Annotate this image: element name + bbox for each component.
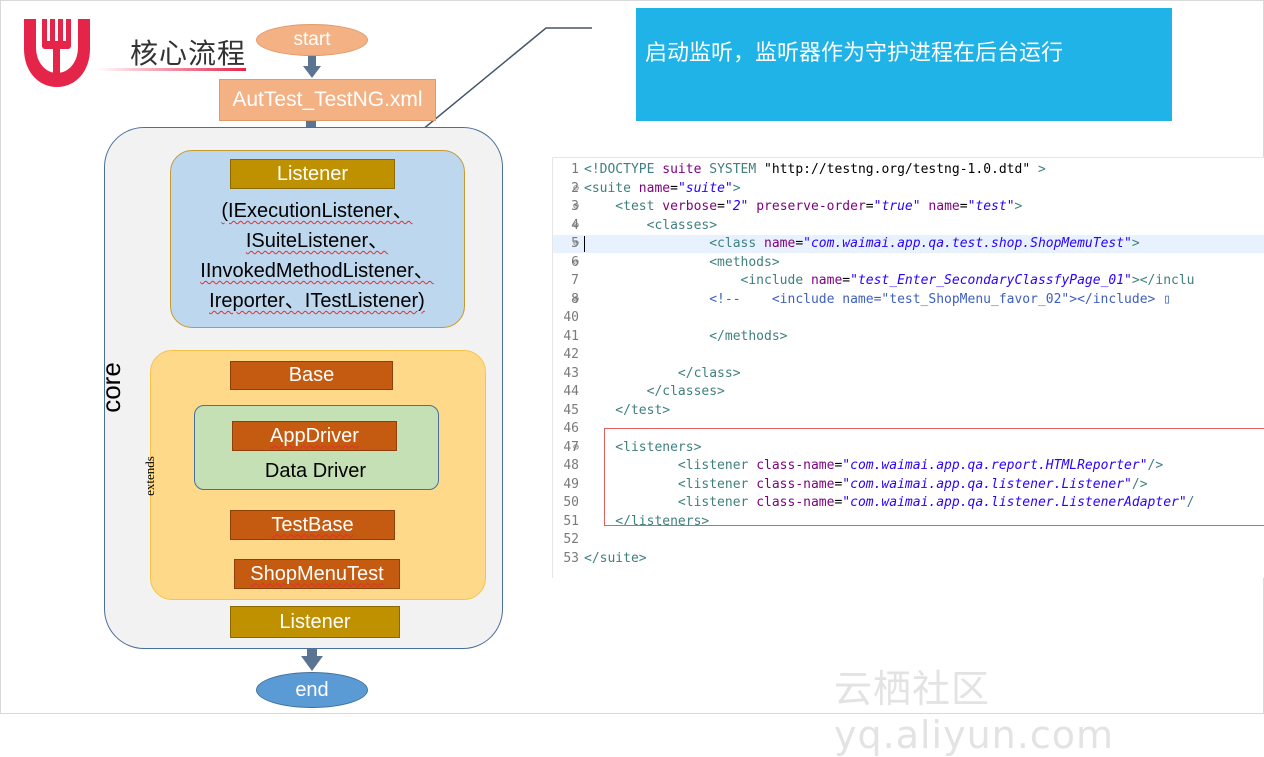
line-number: 5 [571, 236, 579, 251]
core-label: core [95, 362, 126, 413]
interface-line: (IExecutionListener、 [221, 200, 413, 222]
code-text: <listener class-name="com.waimai.app.qa.… [584, 476, 1148, 492]
end-node: end [256, 672, 368, 708]
code-panel: 1 <!DOCTYPE suite SYSTEM "http://testng.o… [552, 157, 1264, 578]
code-text: </test> [584, 402, 671, 418]
code-text: <methods> [584, 254, 780, 270]
line-number: 2 [571, 180, 579, 196]
listener-panel [170, 150, 465, 328]
code-line: 40 [553, 309, 1264, 327]
code-line: 45 </test> [553, 402, 1264, 420]
start-node: start [256, 24, 368, 56]
watermark: 云栖社区 yq.aliyun.com [834, 667, 1114, 757]
code-line: 41 </methods> [553, 328, 1264, 346]
code-text: <listeners> [584, 439, 702, 455]
code-text: </classes> [584, 384, 725, 399]
code-text: <listener class-name="com.waimai.app.qa.… [584, 458, 1164, 473]
code-line: 43 </class> [553, 365, 1264, 383]
code-line: 44 </classes> [553, 383, 1264, 401]
line-number: 41 [563, 328, 579, 344]
line-number: 42 [563, 347, 579, 362]
line-number: 40 [563, 310, 579, 325]
fold-toggle-icon[interactable]: ⊕ [573, 293, 580, 305]
code-line: 47⊖ <listeners> [553, 439, 1264, 457]
code-line: 8⊕ <!-- <include name="test_ShopMenu_fav… [553, 291, 1264, 309]
text-cursor [584, 236, 585, 252]
code-text: <!-- <include name="test_ShopMenu_favor_… [584, 291, 1171, 307]
line-number: 53 [563, 550, 579, 566]
code-line: 4⊖ <classes> [553, 217, 1264, 235]
app-driver-node: AppDriver [232, 421, 397, 451]
code-line: 2⊖ <suite name="suite"> [553, 180, 1264, 198]
page-title: 核心流程 [130, 37, 247, 70]
code-line: 42 [553, 346, 1264, 364]
line-number: 45 [563, 402, 579, 418]
test-base-node: TestBase [230, 510, 395, 540]
code-line: 53 </suite> [553, 550, 1264, 568]
interface-line: Ireporter、ITestListener) [209, 290, 425, 312]
line-number: 1 [571, 162, 579, 177]
line-number: 3 [571, 199, 579, 214]
line-number: 44 [563, 384, 579, 399]
code-line: 50 <listener class-name="com.waimai.app.… [553, 494, 1264, 512]
line-number: 51 [563, 513, 579, 529]
fold-toggle-icon[interactable]: ⊖ [573, 201, 580, 212]
code-text: </suite> [584, 550, 647, 566]
data-driver-label: Data Driver [264, 460, 367, 482]
code-line: 48 <listener class-name="com.waimai.app.… [553, 457, 1264, 475]
interface-line: ISuiteListener、 [245, 230, 389, 252]
line-number: 46 [563, 421, 579, 436]
fold-toggle-icon[interactable]: ⊖ [573, 219, 580, 231]
fork-logo-icon [24, 19, 90, 87]
testng-xml-node: AutTest_TestNG.xml [219, 79, 436, 121]
code-text: <suite name="suite"> [584, 180, 741, 196]
line-number: 6 [571, 254, 579, 270]
callout-box: 启动监听，监听器作为守护进程在后台运行 [636, 8, 1172, 121]
listener-interfaces: (IExecutionListener、 ISuiteListener、 IIn… [172, 196, 462, 316]
fold-toggle-icon[interactable]: ⊖ [573, 256, 580, 268]
line-number: 43 [563, 365, 579, 381]
code-text: </methods> [584, 328, 788, 344]
code-line: 6⊖ <methods> [553, 254, 1264, 272]
code-line: 49 <listener class-name="com.waimai.app.… [553, 476, 1264, 494]
code-text: <class name="com.waimai.app.qa.test.shop… [584, 236, 1140, 251]
code-text: <!DOCTYPE suite SYSTEM "http://testng.or… [584, 162, 1046, 177]
extends-label: extends [141, 456, 157, 496]
test-base-label: TestBase [271, 513, 354, 536]
app-driver-label: AppDriver [270, 424, 359, 447]
code-text: <include name="test_Enter_SecondaryClass… [584, 273, 1195, 288]
code-text: </listeners> [584, 513, 710, 529]
line-number: 52 [563, 532, 579, 547]
line-number: 7 [571, 273, 579, 288]
fold-toggle-icon[interactable]: ⊖ [573, 182, 580, 194]
listeners-highlight-box [604, 428, 1264, 526]
code-line: 52 [553, 531, 1264, 549]
code-text: <listener class-name="com.waimai.app.qa.… [584, 495, 1195, 510]
fold-toggle-icon[interactable]: ⊖ [573, 441, 580, 453]
interface-line: IInvokedMethodListener、 [200, 260, 434, 282]
line-number: 49 [563, 476, 579, 492]
shop-menu-test-node: ShopMenuTest [234, 559, 400, 589]
shop-menu-test-label: ShopMenuTest [250, 562, 384, 585]
code-line: 7 <include name="test_Enter_SecondaryCla… [553, 272, 1264, 290]
fold-toggle-icon[interactable]: ⊖ [573, 238, 580, 249]
code-text: <test verbose="2" preserve-order="true" … [584, 199, 1023, 214]
code-line: 46 [553, 420, 1264, 438]
line-number: 47 [563, 439, 579, 455]
line-number: 4 [571, 217, 579, 233]
listener-node-bottom: Listener [230, 606, 400, 638]
listener-node-top: Listener [230, 159, 395, 189]
code-line: 1 <!DOCTYPE suite SYSTEM "http://testng.o… [553, 161, 1264, 179]
code-text: <classes> [584, 217, 718, 233]
code-line: 3⊖ <test verbose="2" preserve-order="tru… [553, 198, 1264, 216]
code-text: </class> [584, 365, 741, 381]
title-underline [96, 68, 246, 71]
code-line: 5⊖ <class name="com.waimai.app.qa.test.s… [553, 235, 1264, 253]
line-number: 8 [571, 291, 579, 307]
line-number: 48 [563, 458, 579, 473]
base-node: Base [230, 361, 393, 390]
line-number: 50 [563, 495, 579, 510]
code-line: 51 </listeners> [553, 513, 1264, 531]
